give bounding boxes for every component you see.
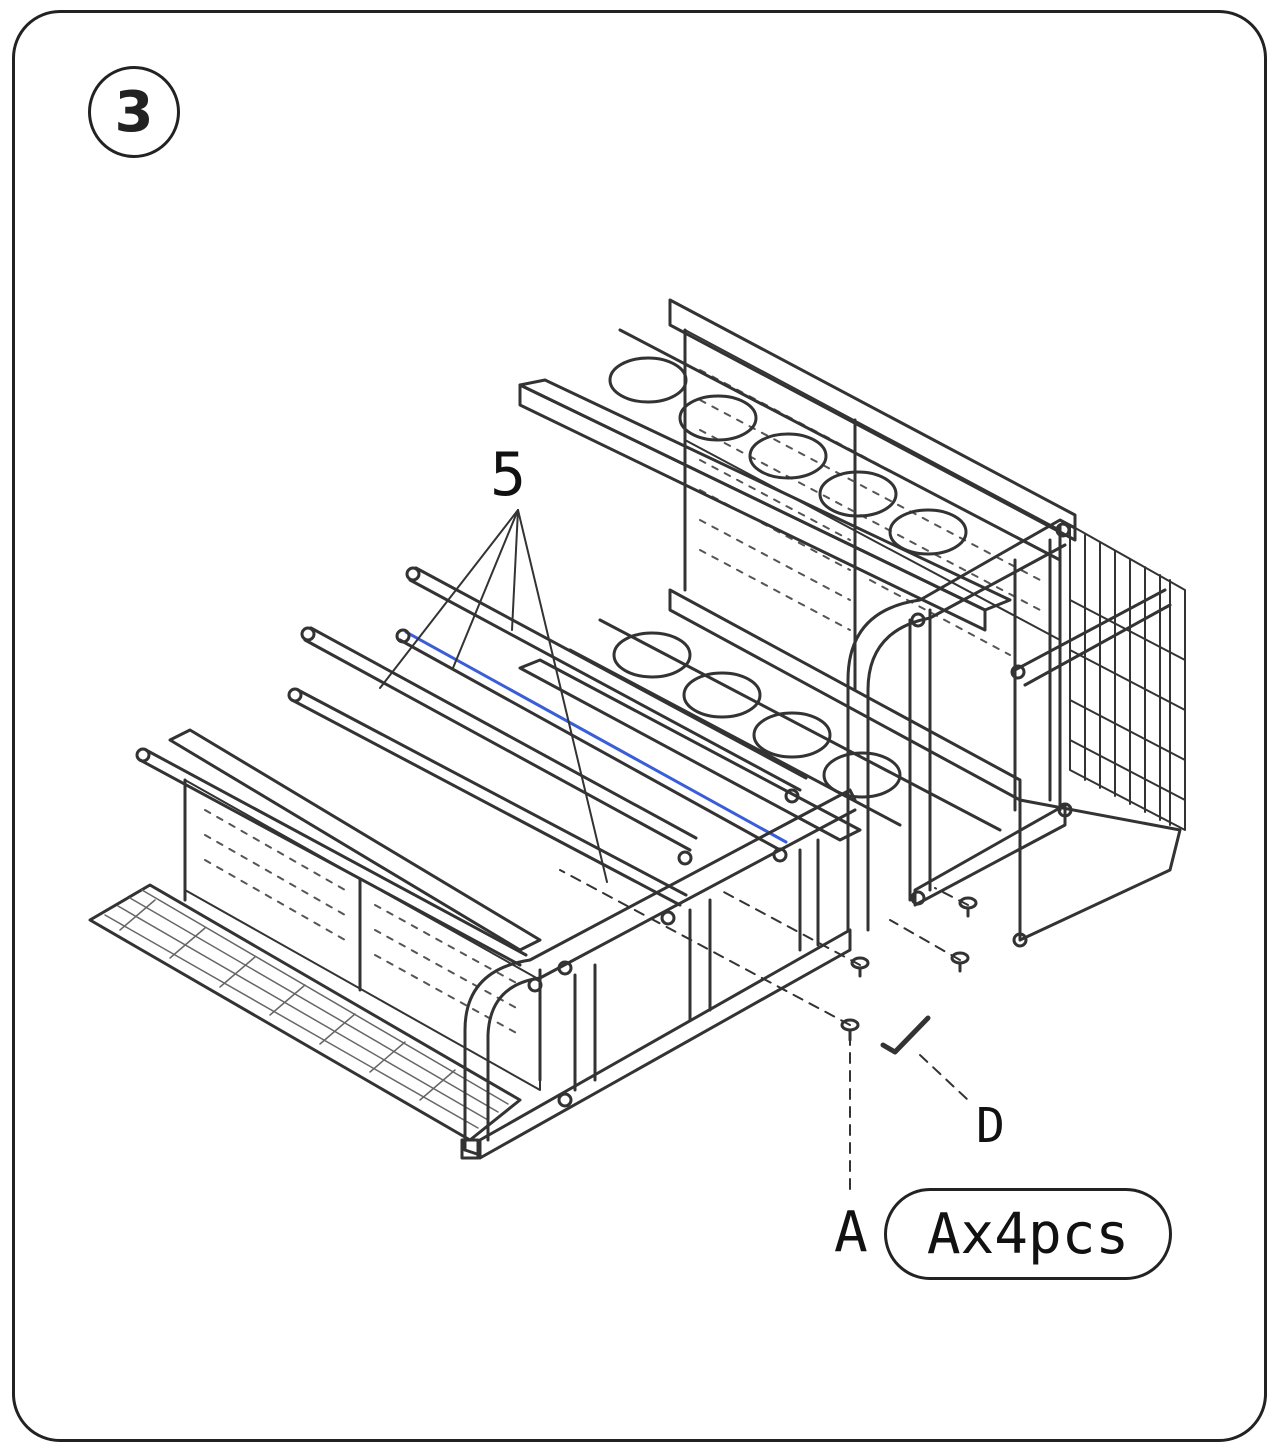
screw-quantity-text: Ax4pcs (926, 1201, 1130, 1267)
allen-key-icon (880, 1015, 969, 1101)
front-left-panel (168, 728, 542, 1091)
part-d-label: D (976, 1098, 1005, 1154)
instruction-frame (12, 10, 1267, 1442)
part-a-label: A (834, 1200, 868, 1265)
upper-shelf (518, 328, 1062, 632)
middle-shelf (518, 618, 1002, 842)
part-5-label: 5 (490, 440, 527, 510)
right-side-frame (846, 518, 1172, 932)
step-number: 3 (114, 79, 154, 145)
floor-grid (88, 883, 522, 1142)
part-5-leaders (379, 509, 608, 883)
front-frame (460, 522, 1073, 1160)
step-number-badge: 3 (88, 66, 180, 158)
wire-basket (1018, 524, 1186, 942)
screw-quantity-badge: Ax4pcs (884, 1188, 1172, 1280)
screws (559, 869, 978, 1191)
